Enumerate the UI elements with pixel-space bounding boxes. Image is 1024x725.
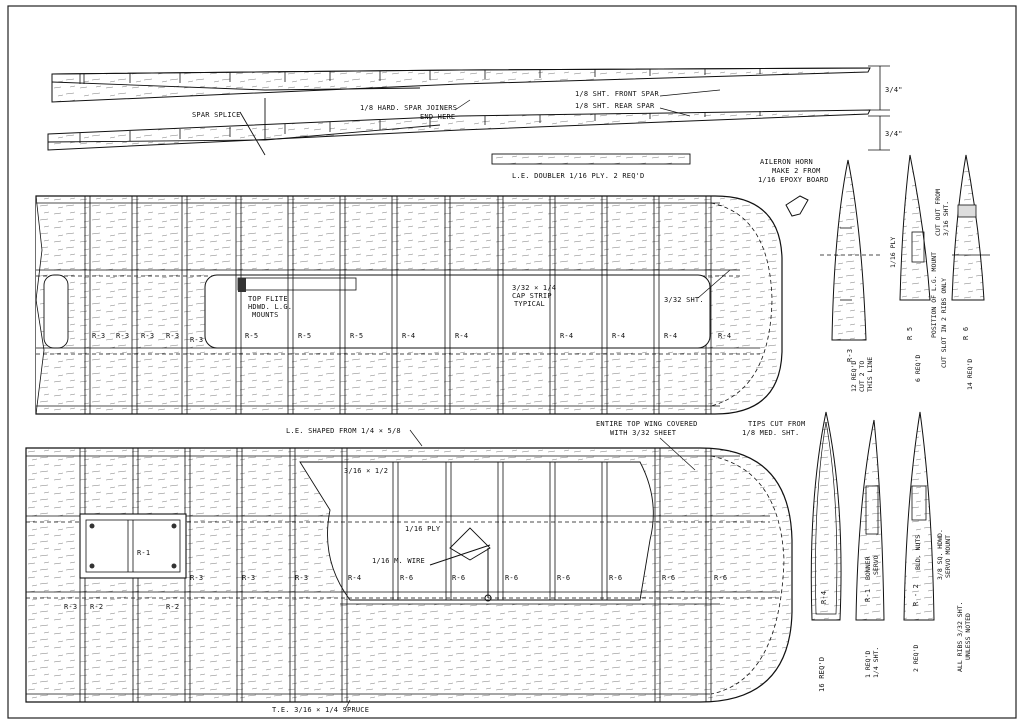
rib-r4-label: R-4: [820, 591, 828, 604]
bottom-rib-label: R-3: [295, 574, 308, 582]
cap-strip-label-3: TYPICAL: [514, 300, 545, 308]
lg-mount-label-3: MOUNTS: [252, 311, 279, 319]
rib-r1-servo-label: SERVO: [872, 555, 880, 575]
rib-r3-note: CUT 2 TO: [858, 361, 866, 392]
aileron-horn-part: [785, 195, 809, 217]
rib-r5-position-note: POSITION OF L.G. MOUNT: [930, 252, 938, 338]
rib-r2-label: R - 2: [912, 584, 920, 606]
front-spar-label: 1/8 SHT. FRONT SPAR: [575, 90, 659, 98]
rib-r2-mount-label: 3/8 SQ. HDWD.: [936, 529, 944, 580]
all-ribs-note: UNLESS NOTED: [964, 613, 972, 660]
rib-r6-label: R 6: [962, 327, 970, 340]
bottom-rib-label: R-2: [90, 603, 103, 611]
bottom-rib-label: R-6: [400, 574, 413, 582]
bottom-rib-label: R-6: [452, 574, 465, 582]
covered-label-2: WITH 3/32 SHEET: [610, 429, 677, 437]
top-rib-label: R-4: [455, 332, 468, 340]
rib-r6-note: 14 REQ'D: [966, 359, 974, 390]
rib-r6-drawing: R 6 14 REQ'D CUT OUT FROM 3/16 SHT. CUT …: [934, 154, 990, 390]
rib-r1-label: R-1: [864, 589, 872, 602]
aileron-horn-line-2: MAKE 2 FROM: [772, 167, 821, 175]
page-border: [7, 5, 1017, 719]
top-rib-label: R-4: [718, 332, 731, 340]
bottom-wing-panel: R-1 R-3 R-3 R-3 R-4 R-6 R-6 R-6 R-6 R-6 …: [25, 447, 793, 714]
bottom-rib-label: R-3: [64, 603, 77, 611]
rib-r4-drawing: R-4 16 REQ'D: [810, 411, 842, 692]
covered-label-1: ENTIRE TOP WING COVERED: [596, 420, 698, 428]
bottom-rib-label: R-6: [662, 574, 675, 582]
rib-r6-slot-note: CUT SLOT IN 2 RIBS ONLY: [940, 278, 948, 368]
top-rib-label: R-3: [190, 336, 203, 344]
all-ribs-note: ALL RIBS 3/32 SHT.: [956, 602, 964, 672]
top-rib-label: R-3: [141, 332, 154, 340]
rib-r3-note: 12 REQ'D: [850, 361, 858, 392]
spar-dimension-bottom: 3/4": [885, 130, 903, 138]
spar-group: 1/8 SHT. FRONT SPAR 1/8 SHT. REAR SPAR S…: [47, 65, 903, 180]
top-rib-label: R-3: [166, 332, 179, 340]
top-rib-label: R-5: [245, 332, 258, 340]
rear-spar: [47, 109, 871, 151]
rib-r2-mount-label: SERVO MOUNT: [944, 535, 952, 578]
bottom-rib-label: R-4: [348, 574, 361, 582]
top-rib-label: R-4: [612, 332, 625, 340]
rib-r5-drawing: 1/16 PLY R 5 6 REQ'D POSITION OF L.G. MO…: [889, 154, 938, 382]
top-rib-label: R-4: [664, 332, 677, 340]
bottom-rib-label: R-1: [137, 549, 150, 557]
rib-r1-note: 1 REQ'D: [864, 651, 872, 678]
spar-dimension-top: 3/4": [885, 86, 903, 94]
wire-label: 1/16 M. WIRE: [372, 557, 425, 565]
spar-size-label: 3/16 × 1/2: [344, 467, 388, 475]
tips-label-2: 1/8 MED. SHT.: [742, 429, 799, 437]
rib-r1-drawing: BONNER SERVO R-1 1 REQ'D 1/4 SHT.: [855, 419, 885, 678]
aileron-horn: AILERON HORN MAKE 2 FROM 1/16 EPOXY BOAR…: [758, 158, 829, 217]
top-rib-label: R-3: [92, 332, 105, 340]
bottom-rib-label: R-3: [242, 574, 255, 582]
rib-r1-servo-label: BONNER: [864, 556, 872, 580]
top-wing-panel: R-3 R-3 R-3 R-3 R-3 R-5 R-5 R-5 R-4 R-4 …: [35, 195, 783, 415]
rib-r6-cut-note: CUT OUT FROM: [934, 189, 942, 236]
rear-spar-label: 1/8 SHT. REAR SPAR: [575, 102, 655, 110]
top-rib-label: R-3: [116, 332, 129, 340]
le-doubler: [491, 153, 691, 165]
rib-r3-label: R-3: [846, 349, 854, 362]
rib-r1-note: 1/4 SHT.: [872, 647, 880, 678]
spar-splice-label: SPAR SPLICE: [192, 111, 241, 119]
rib-r5-label: R 5: [906, 327, 914, 340]
spar-joiners-label: 1/8 HARD. SPAR JOINERS: [360, 104, 457, 112]
aileron-horn-line-3: 1/16 EPOXY BOARD: [758, 176, 829, 184]
rib-r5-note: 6 REQ'D: [914, 355, 922, 382]
rib-r2-drawing: BLD. NUTS R - 2 2 REQ'D 3/8 SQ. HDWD. SE…: [903, 411, 972, 672]
rib-r5-ply-label: 1/16 PLY: [889, 237, 897, 268]
le-shaped-label: L.E. SHAPED FROM 1/4 × 5/8: [286, 427, 401, 435]
bottom-rib-label: R-6: [609, 574, 622, 582]
sheet-label: 3/32 SHT.: [664, 296, 704, 304]
bottom-rib-label: R-2: [166, 603, 179, 611]
rib-r3-note: THIS LINE: [866, 357, 874, 392]
bottom-rib-label: R-6: [557, 574, 570, 582]
rib-r2-note: 2 REQ'D: [912, 645, 920, 672]
bottom-rib-label: R-6: [714, 574, 727, 582]
aileron-horn-line-1: AILERON HORN: [760, 158, 813, 166]
top-rib-label: R-5: [350, 332, 363, 340]
cap-strip-label-2: CAP STRIP: [512, 292, 552, 300]
bottom-rib-label: R-6: [505, 574, 518, 582]
top-rib-label: R-4: [402, 332, 415, 340]
le-doubler-label: L.E. DOUBLER 1/16 PLY. 2 REQ'D: [512, 172, 644, 180]
top-rib-label: R-5: [298, 332, 311, 340]
rib-r2-nuts-label: BLD. NUTS: [914, 535, 922, 570]
tips-label-1: TIPS CUT FROM: [748, 420, 805, 428]
ply-label: 1/16 PLY: [405, 525, 441, 533]
spar-joiners-label-2: END HERE: [420, 113, 455, 121]
cap-strip-label-1: 3/32 × 1/4: [512, 284, 556, 292]
rib-r6-cut-note: 3/16 SHT.: [942, 201, 950, 236]
top-rib-label: R-4: [560, 332, 573, 340]
te-label: T.E. 3/16 × 1/4 SPRUCE: [272, 706, 369, 714]
lg-mount-label-1: TOP FLITE: [248, 295, 288, 303]
rib-r3-drawing: R-3 12 REQ'D CUT 2 TO THIS LINE: [820, 159, 880, 392]
rib-r4-note: 16 REQ'D: [818, 657, 826, 692]
bottom-rib-label: R-3: [190, 574, 203, 582]
lg-mount-label-2: HDWD. L.G.: [248, 303, 292, 311]
